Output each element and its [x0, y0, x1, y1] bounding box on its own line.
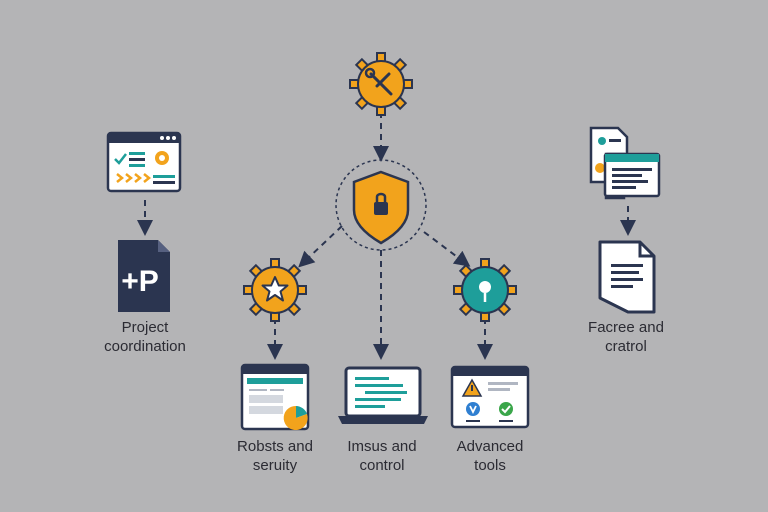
label-advanced-line1: Advanced [456, 438, 524, 455]
label-imsus-line1: Imsus and [347, 438, 417, 455]
arrow-center-to-right [423, 231, 471, 267]
arrow-center-to-left [298, 225, 343, 268]
text-document-icon [598, 240, 656, 314]
label-imsus-line2: control [359, 457, 405, 474]
stacked-documents-icon [589, 126, 661, 200]
laptop-icon [338, 366, 428, 424]
label-advanced-line2: tools [474, 457, 506, 474]
label-project-line2: coordination [104, 338, 186, 355]
label-project-coordination: Project coordination [65, 318, 225, 356]
dashboard-window-icon [240, 363, 310, 431]
label-facree-line1: Facree and [588, 319, 664, 336]
label-project-line1: Project [121, 319, 169, 336]
browser-window-icon [106, 131, 182, 193]
label-reports-security: Robsts and seruity [195, 437, 355, 475]
label-imsus-control: Imsus and control [302, 437, 462, 475]
label-reports-line1: Robsts and [237, 438, 313, 455]
label-reports-line2: seruity [252, 457, 298, 474]
tools-window-icon [450, 365, 530, 429]
project-logo-text: +P [121, 265, 159, 298]
location-pin-gear-icon [453, 258, 517, 322]
label-facree-line2: cratrol [605, 338, 647, 355]
wrench-gear-icon [349, 52, 413, 116]
label-facree-cratrol: Facree and cratrol [546, 318, 706, 356]
shield-lock-icon [335, 159, 427, 251]
project-logo-document: +P [118, 240, 170, 312]
label-advanced-tools: Advanced tools [410, 437, 570, 475]
star-gear-icon [243, 258, 307, 322]
connectors [137, 112, 636, 360]
